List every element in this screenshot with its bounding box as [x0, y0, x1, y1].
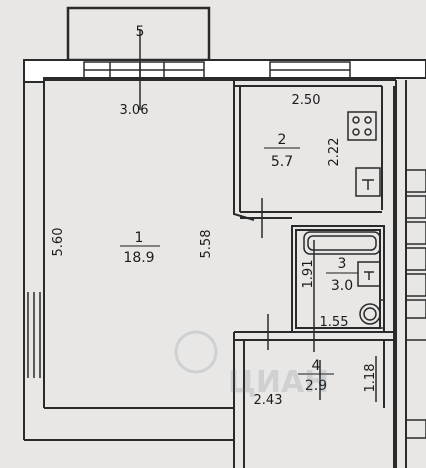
room-2-width-dim: 2.50	[292, 93, 321, 108]
room-4-number: 4	[312, 358, 321, 374]
left-window	[27, 292, 41, 378]
room-3-number: 3	[338, 256, 347, 272]
watermark-text: ЦИАН	[228, 365, 329, 400]
interior-walls	[233, 80, 396, 468]
room-1-width-dim: 3.06	[120, 103, 149, 118]
room-2-area: 5.7	[271, 154, 293, 170]
room-4-width-dim: 2.43	[254, 393, 283, 408]
room-1-area: 18.9	[123, 250, 154, 266]
stove-icon	[347, 111, 377, 141]
room-3-area: 3.0	[331, 278, 353, 294]
right-side-marks	[405, 169, 426, 439]
washbasin-icon	[357, 261, 381, 287]
room-3-height-dim: 1.91	[301, 260, 316, 289]
room-1-number: 1	[135, 230, 144, 246]
dimension-lines	[139, 30, 377, 402]
sink-icon	[355, 167, 381, 197]
room-1-height-right-dim: 5.58	[199, 230, 214, 259]
room-2-height-dim: 2.22	[327, 138, 342, 167]
bathtub-icon	[303, 231, 381, 255]
room-1-height-left-dim: 5.60	[51, 228, 66, 257]
room-4-area: 2.9	[305, 378, 327, 394]
watermark: ЦИАН	[174, 330, 329, 400]
outer-walls	[23, 59, 426, 468]
room-3-width-dim: 1.55	[320, 315, 349, 330]
doors	[261, 198, 321, 400]
room-4-height-dim: 1.18	[363, 364, 378, 393]
room-2-number: 2	[278, 132, 287, 148]
toilet-icon	[359, 299, 385, 329]
room-5-number: 5	[136, 24, 145, 40]
